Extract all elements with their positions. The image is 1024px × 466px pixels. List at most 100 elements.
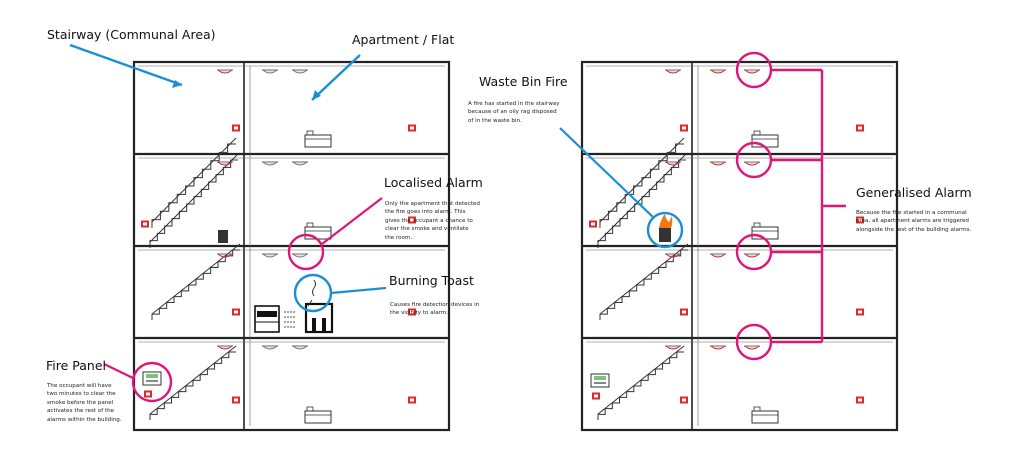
smoke-detector-icon: [710, 69, 726, 74]
staircase: [599, 137, 685, 228]
smoke-detector-icon: [292, 253, 308, 258]
smoke-detector-icon: [744, 253, 760, 258]
smoke-detector-dome: [217, 345, 233, 350]
alarm-sounder-face: [234, 126, 238, 130]
smoke-detector-dome: [292, 69, 308, 74]
smoke-detector-icon: [744, 69, 760, 74]
waste-bin-body: [659, 227, 671, 242]
alarm-sounder-icon: [856, 124, 864, 132]
stair-steps: [149, 159, 238, 248]
stairway-pointer: [69, 43, 183, 87]
smoke-detector-icon: [292, 345, 308, 350]
bed-pillow: [753, 222, 761, 228]
waste-bin-icon: [218, 230, 228, 243]
smoke-detector-dome: [744, 161, 760, 166]
alarm-sounder-face: [682, 310, 686, 314]
smoke-detector-icon: [262, 69, 278, 74]
smoke-detector-dome: [292, 161, 308, 166]
smoke-detector-icon: [217, 345, 233, 350]
smoke-detector-dome: [665, 69, 681, 74]
toaster-slot: [322, 318, 326, 332]
smoke-detector-dome: [292, 253, 308, 258]
smoke-detector-icon: [665, 161, 681, 166]
alarm-sounder-face: [146, 392, 150, 396]
localised-alarm-description: Only the apartment that detected the fir…: [385, 201, 480, 241]
waste-bin-icon: [659, 214, 673, 242]
fire-panel-pointer: [103, 363, 134, 379]
stair-steps: [599, 249, 688, 320]
smoke-detector-icon: [710, 161, 726, 166]
bed-frame: [304, 134, 332, 148]
smoke-detector-icon: [665, 253, 681, 258]
bed-frame: [304, 410, 332, 424]
stair-handrail: [597, 153, 687, 243]
bed-icon: [751, 130, 779, 148]
smoke-detector-icon: [744, 345, 760, 350]
alarm-sounder-icon: [141, 220, 149, 228]
stair-steps: [151, 249, 240, 320]
alarm-sounder-face: [234, 310, 238, 314]
fire-panel-icon: [142, 371, 162, 386]
alarm-sounder-icon: [232, 124, 240, 132]
alarm-sounder-icon: [408, 308, 416, 316]
fire-panel-screen: [594, 376, 606, 380]
fire-panel-keys: [594, 382, 606, 384]
left-building: [132, 60, 451, 432]
fire-panel-body: [142, 371, 162, 386]
alarm-sounder-icon: [592, 392, 600, 400]
bed-frame: [751, 134, 779, 148]
alarm-sounder-icon: [232, 308, 240, 316]
smoke-detector-dome: [710, 69, 726, 74]
alarm-sounder-face: [591, 222, 595, 226]
smoke-detector-icon: [710, 345, 726, 350]
stair-handrail: [599, 243, 689, 315]
generalised-alarm-label: Generalised Alarm: [856, 185, 972, 200]
flame: [659, 214, 673, 228]
smoke-detector-dome: [710, 253, 726, 258]
localised-alarm-pointer: [321, 197, 383, 245]
burning-toast-pointer: [330, 286, 387, 295]
staircase: [149, 345, 237, 420]
localised-alarm-label: Localised Alarm: [384, 175, 483, 190]
stair-handrail: [151, 137, 237, 223]
bed-pillow: [753, 130, 761, 136]
cooker-icon: [254, 305, 296, 333]
stair-steps: [149, 351, 236, 420]
fire-panel-body: [590, 373, 610, 388]
smoke-detector-dome: [217, 69, 233, 74]
burning-toast-label: Burning Toast: [389, 273, 474, 288]
alarm-sounder-face: [682, 398, 686, 402]
stairway-arrowhead: [172, 80, 182, 88]
toaster-body: [304, 302, 334, 334]
fire-panel-label: Fire Panel: [46, 358, 107, 373]
smoke-detector-icon: [292, 69, 308, 74]
bed-frame: [304, 226, 332, 240]
stair-steps: [597, 351, 684, 420]
cooker-panel: [257, 311, 277, 317]
bed-pillow: [306, 130, 314, 136]
smoke-detector-icon: [262, 161, 278, 166]
smoke-detector-dome: [744, 69, 760, 74]
staircase: [149, 153, 239, 248]
bed-frame: [751, 226, 779, 240]
smoke-detector-dome: [217, 161, 233, 166]
stair-steps: [597, 159, 686, 248]
fire-panel-screen: [146, 374, 158, 378]
smoke-detector-icon: [665, 345, 681, 350]
smoke-detector-dome: [744, 253, 760, 258]
smoke-detector-dome: [710, 161, 726, 166]
apartment-arrowhead: [312, 90, 321, 100]
stair-handrail: [149, 153, 239, 243]
bed-icon: [304, 130, 332, 148]
bed-pillow: [306, 222, 314, 228]
smoke-detector-dome: [665, 161, 681, 166]
bed-pillow: [306, 406, 314, 412]
smoke-detector-dome: [665, 345, 681, 350]
alarm-sounder-icon: [680, 124, 688, 132]
alarm-sounder-face: [858, 126, 862, 130]
alarm-sounder-icon: [144, 390, 152, 398]
alarm-sounder-face: [682, 126, 686, 130]
smoke-detector-dome: [292, 345, 308, 350]
smoke-detector-icon: [262, 253, 278, 258]
